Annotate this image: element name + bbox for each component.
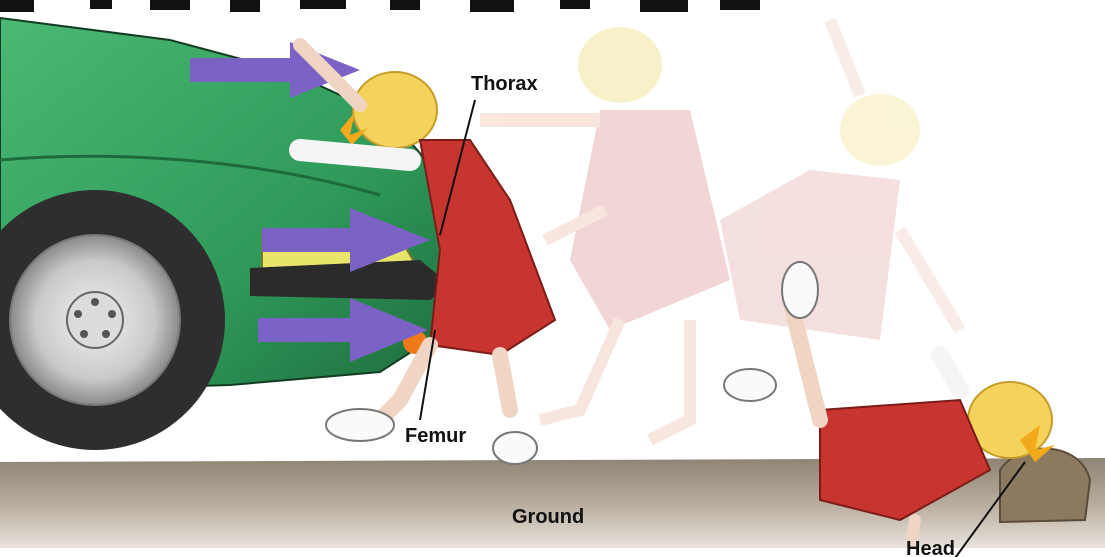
label-thorax: Thorax	[471, 73, 538, 95]
label-femur: Femur	[405, 425, 466, 447]
ground-child-hand	[912, 520, 915, 540]
child-shoe-left	[326, 409, 394, 441]
ground-child-arm	[940, 355, 960, 390]
child-dress	[420, 140, 555, 355]
child-leg-right	[500, 355, 510, 410]
child-arm-front	[300, 150, 410, 160]
ground-child-shoe-low	[724, 369, 776, 401]
label-ground: Ground	[512, 506, 584, 528]
faded-figure-right	[720, 20, 960, 340]
child-shoe-right	[493, 432, 537, 464]
label-head: Head	[906, 538, 955, 557]
cropped-title-fragment	[0, 0, 760, 12]
child-head	[353, 72, 437, 148]
rock	[1000, 449, 1090, 522]
ground-child-shoe-up	[782, 262, 818, 318]
